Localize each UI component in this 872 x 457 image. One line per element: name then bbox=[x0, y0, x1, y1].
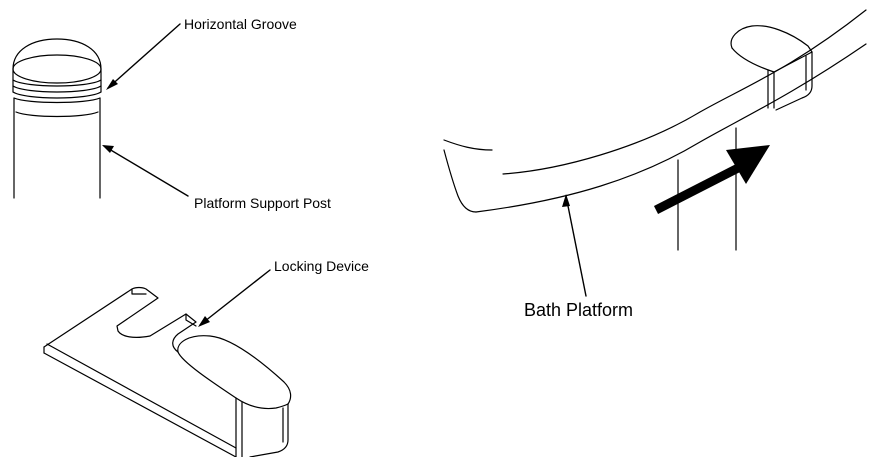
label-bath-platform: Bath Platform bbox=[524, 300, 634, 320]
support-post bbox=[12, 38, 102, 199]
leader-platform-support-post bbox=[103, 145, 189, 197]
bath-platform bbox=[443, 9, 867, 251]
direction-arrow-icon bbox=[653, 145, 770, 215]
leader-locking-device bbox=[199, 269, 271, 326]
label-platform-support-post: Platform Support Post bbox=[194, 195, 331, 211]
leader-bath-platform bbox=[565, 195, 587, 297]
locking-device bbox=[43, 286, 292, 457]
leader-arrows bbox=[102, 23, 587, 327]
label-locking-device: Locking Device bbox=[274, 258, 369, 274]
leader-horizontal-groove bbox=[107, 23, 181, 89]
label-horizontal-groove: Horizontal Groove bbox=[184, 16, 297, 32]
